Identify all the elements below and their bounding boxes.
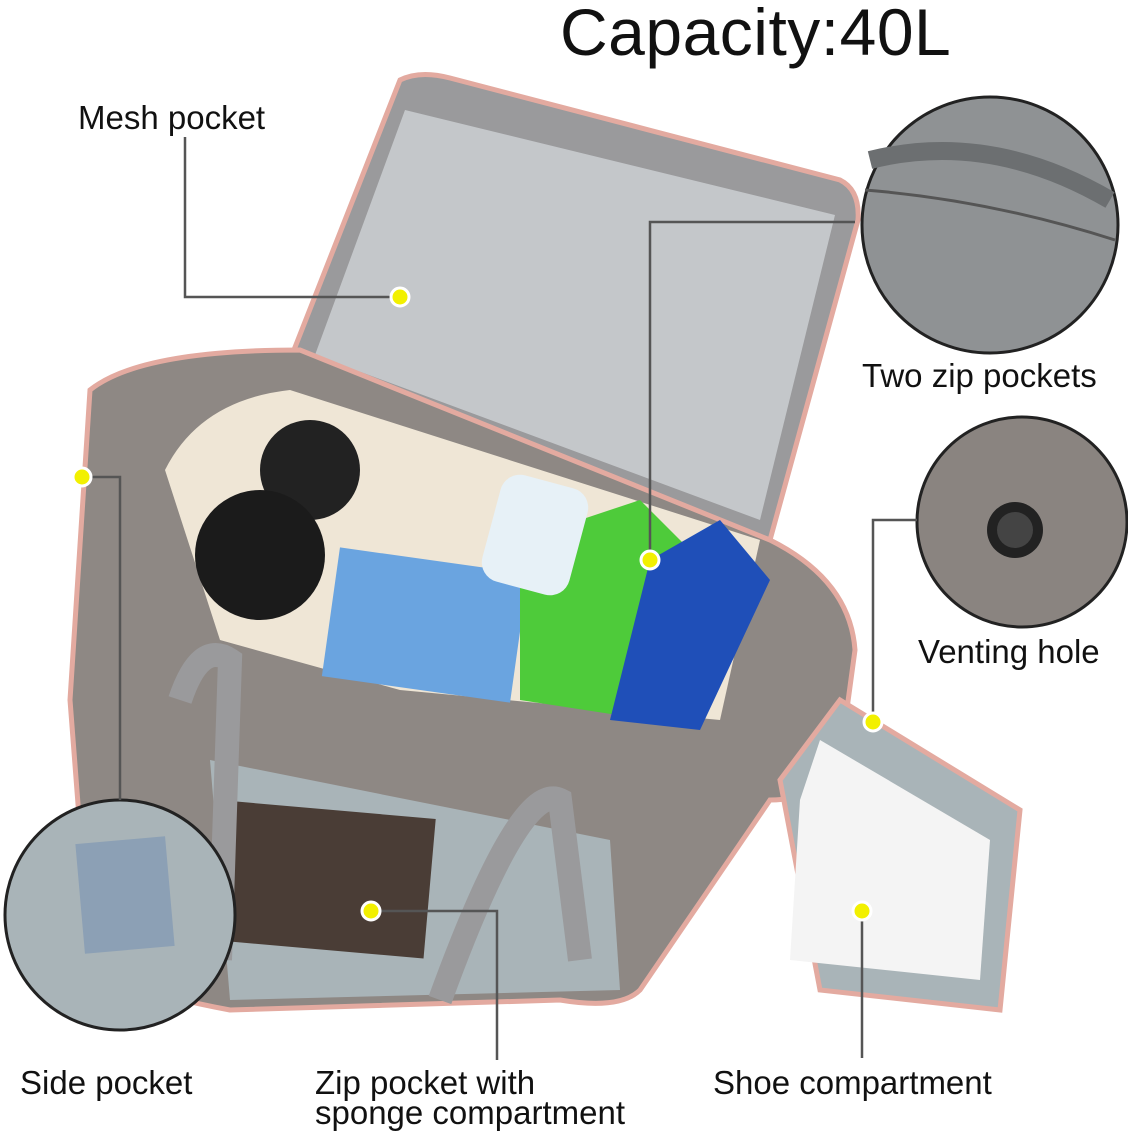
- label-two-zip-pockets: Two zip pockets: [862, 357, 1097, 394]
- perfume-box: [321, 547, 529, 703]
- sunscreen: [481, 474, 589, 596]
- label-venting-hole: Venting hole: [918, 633, 1100, 670]
- blue-pouch: [610, 520, 770, 730]
- shoes: [790, 740, 990, 980]
- label-mesh-pocket: Mesh pocket: [78, 99, 266, 136]
- callout-dots: [71, 286, 884, 922]
- mesh-pocket: [315, 110, 835, 520]
- label-zip-pocket-line2: sponge compartment: [315, 1094, 626, 1131]
- label-zip-pocket-line1: Zip pocket with: [315, 1064, 536, 1101]
- handle-right: [428, 786, 592, 1005]
- label-shoe-compartment: Shoe compartment: [713, 1064, 992, 1101]
- label-side-pocket: Side pocket: [20, 1064, 193, 1101]
- capacity-title: Capacity:40L: [560, 0, 952, 69]
- zip-pockets-inset: [860, 95, 1120, 355]
- notebook: [224, 801, 436, 959]
- callout-lines: [82, 137, 917, 1060]
- handle-left: [168, 643, 243, 961]
